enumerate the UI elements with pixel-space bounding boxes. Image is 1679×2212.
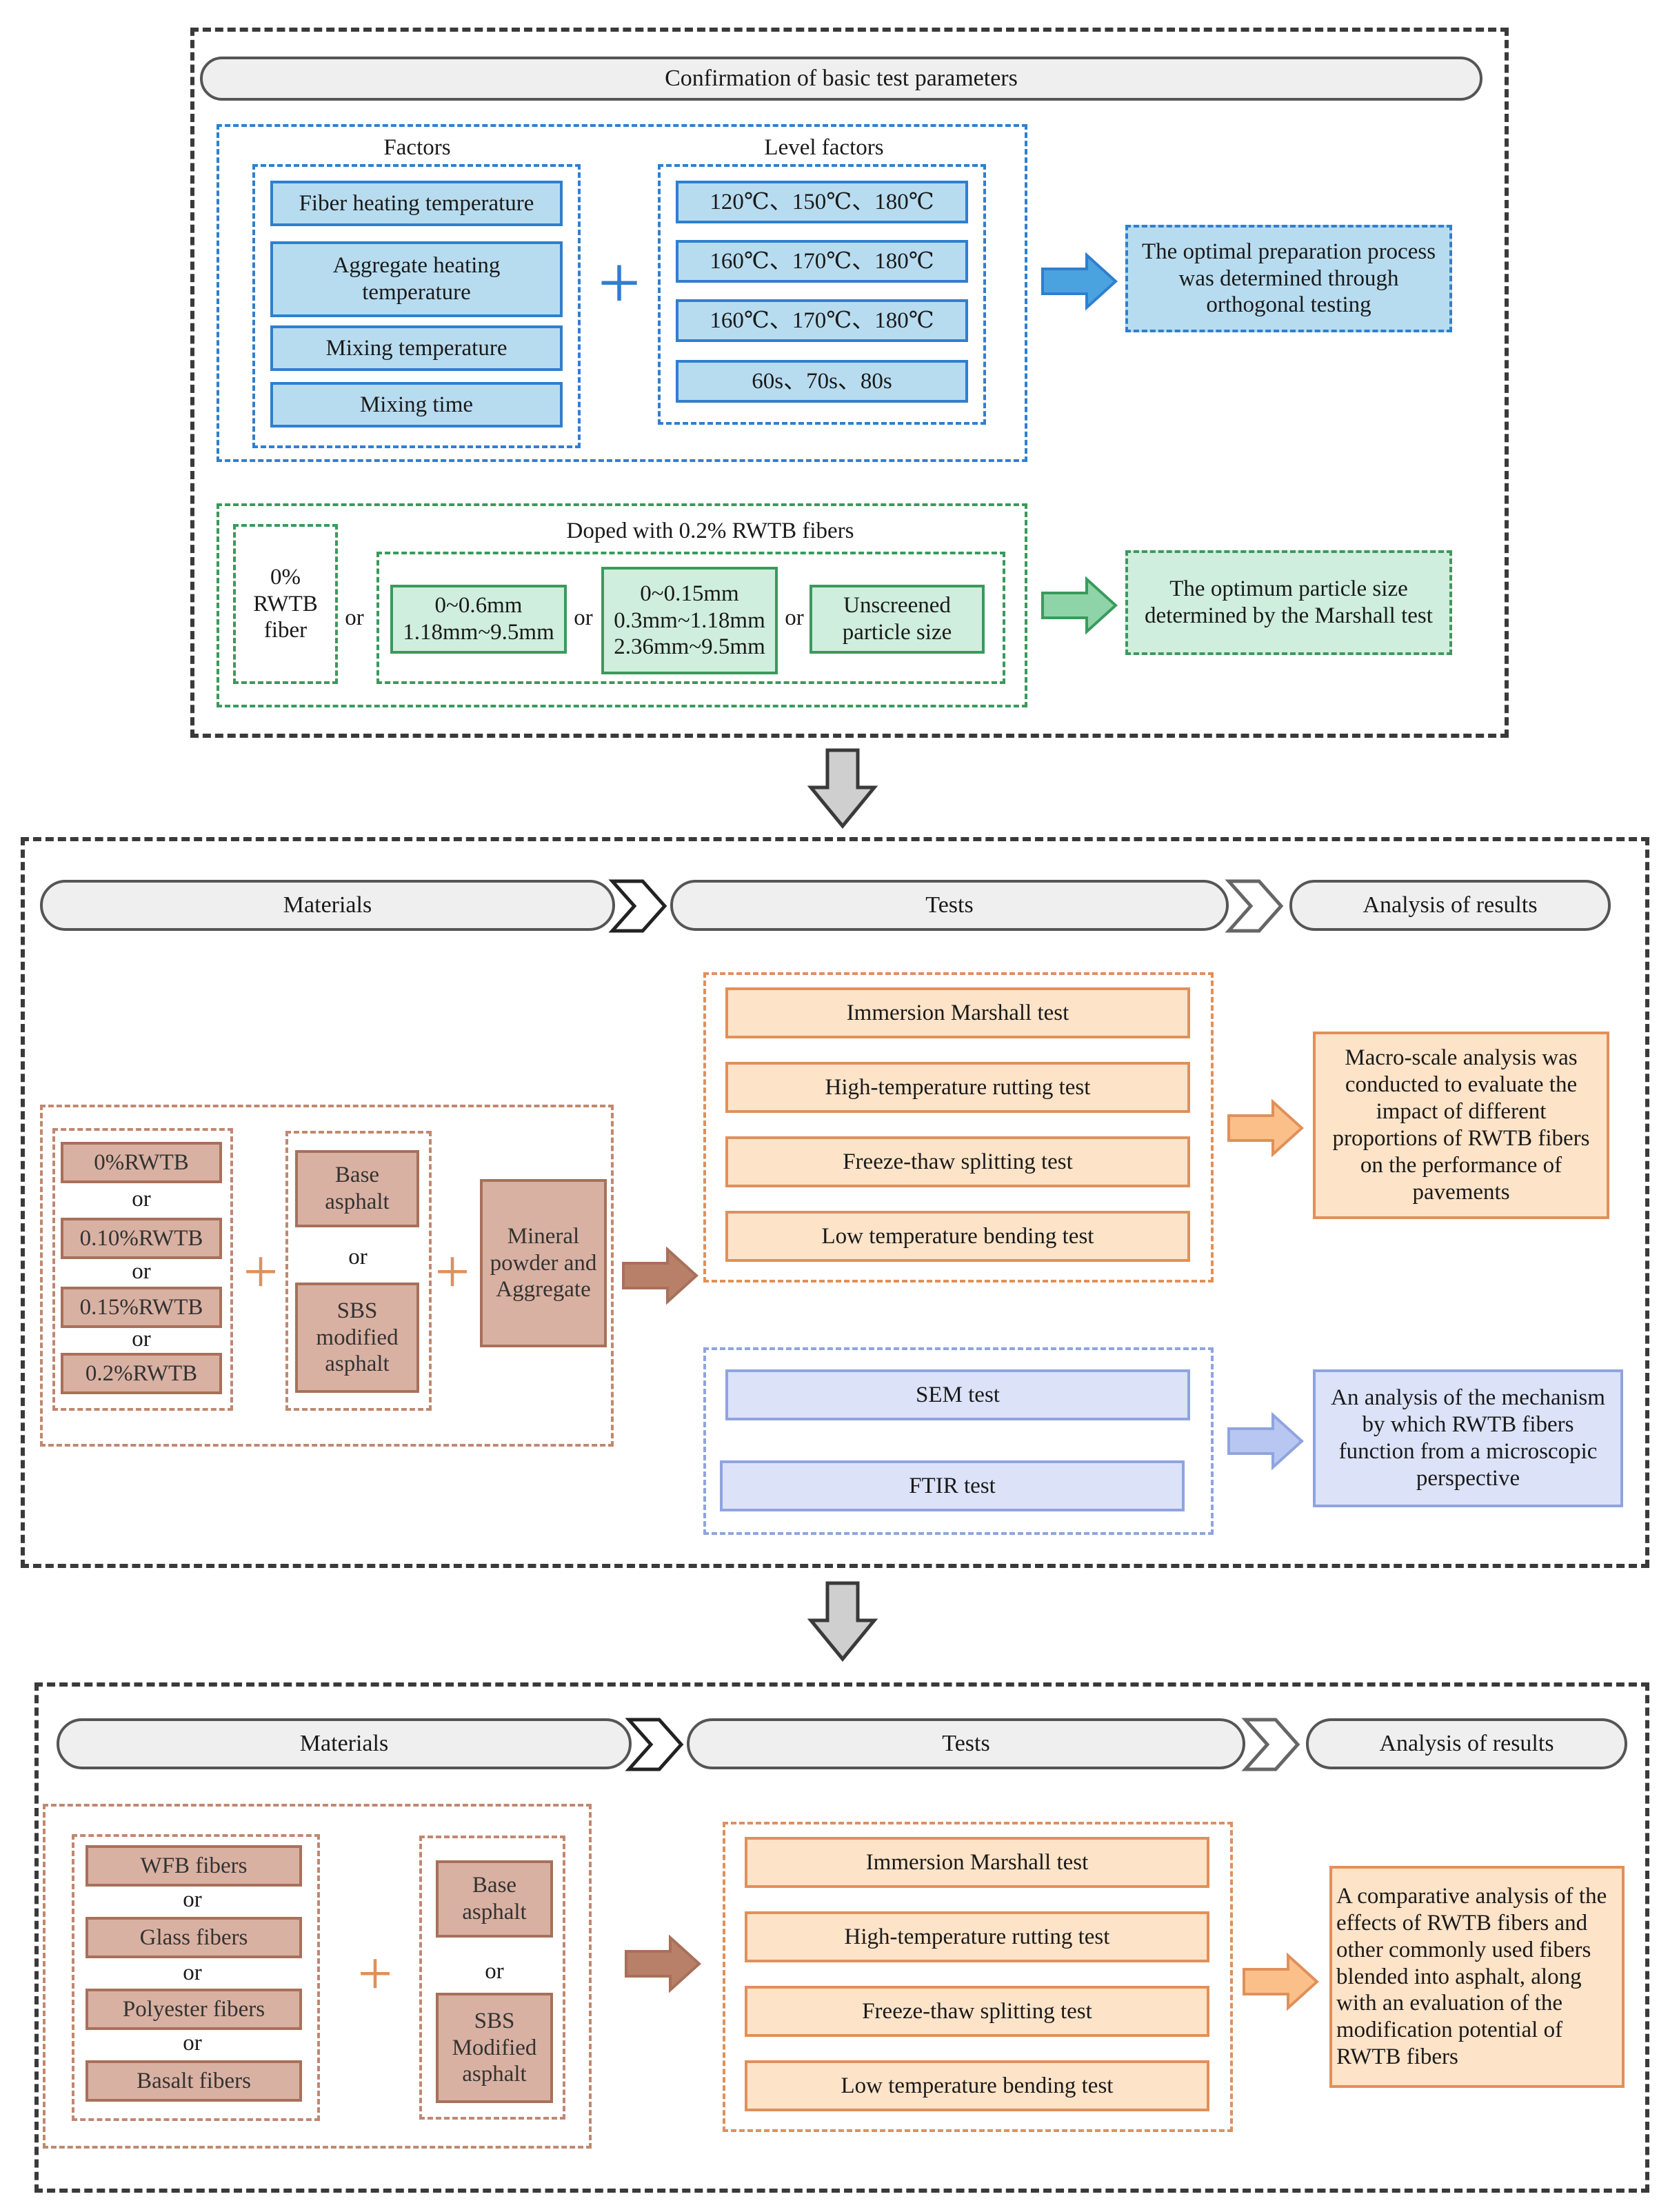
or-label: or bbox=[348, 1244, 368, 1269]
level-item: 60s、70s、80s bbox=[676, 360, 968, 403]
tests-label: Tests bbox=[687, 1718, 1245, 1769]
plus-icon: + bbox=[243, 1238, 279, 1306]
micro-test-item: FTIR test bbox=[720, 1460, 1185, 1511]
arrow-down-icon bbox=[807, 1581, 878, 1662]
arrow-right-icon bbox=[1041, 252, 1118, 311]
arrow-right-icon bbox=[1041, 576, 1118, 635]
arrow-right-icon bbox=[1227, 1098, 1304, 1158]
analysis-label: Analysis of results bbox=[1306, 1718, 1627, 1769]
plus-icon: + bbox=[597, 241, 641, 325]
asphalt-item: SBS Modified asphalt bbox=[436, 1993, 553, 2103]
level-item: 160℃、170℃、180℃ bbox=[676, 240, 968, 283]
doped-title: Doped with 0.2% RWTB fibers bbox=[566, 518, 854, 543]
materials-group bbox=[40, 1105, 614, 1447]
asphalt-item: Base asphalt bbox=[436, 1860, 553, 1938]
plus-icon: + bbox=[434, 1238, 470, 1306]
section1-frame bbox=[190, 28, 1509, 738]
chevron-right-icon bbox=[1241, 1718, 1300, 1771]
section3-frame bbox=[34, 1682, 1649, 2193]
tests-label: Tests bbox=[670, 880, 1229, 931]
level-item: 160℃、170℃、180℃ bbox=[676, 299, 968, 342]
orthogonal-result: The optimal preparation process was dete… bbox=[1125, 225, 1452, 332]
levels-group bbox=[658, 164, 986, 425]
materials-group bbox=[43, 1804, 592, 2149]
macro-test-item: Immersion Marshall test bbox=[725, 987, 1190, 1038]
arrow-right-icon bbox=[625, 1934, 701, 1993]
or-label: or bbox=[183, 1960, 202, 1985]
marshall-result: The optimum particle size determined by … bbox=[1125, 550, 1452, 655]
particle-group bbox=[217, 503, 1027, 707]
or-label: or bbox=[574, 605, 593, 630]
size-option: 0~0.15mm 0.3mm~1.18mm 2.36mm~9.5mm bbox=[601, 567, 778, 674]
section2-frame bbox=[21, 837, 1649, 1568]
factors-group bbox=[252, 164, 581, 448]
chevron-right-icon bbox=[608, 879, 667, 933]
materials-label: Materials bbox=[40, 880, 615, 931]
chevron-right-icon bbox=[1225, 879, 1284, 933]
fiber-item: 0.2%RWTB bbox=[61, 1353, 222, 1394]
factor-item: Mixing time bbox=[270, 382, 563, 428]
macro-test-item: Freeze-thaw splitting test bbox=[725, 1136, 1190, 1187]
process-group bbox=[217, 124, 1027, 462]
materials-label: Materials bbox=[57, 1718, 632, 1769]
arrow-right-icon bbox=[1227, 1411, 1304, 1471]
size-option: 0~0.6mm 1.18mm~9.5mm bbox=[390, 585, 567, 654]
factor-item: Aggregate heating temperature bbox=[270, 241, 563, 317]
or-label: or bbox=[183, 2030, 202, 2055]
fiber-item: Basalt fibers bbox=[86, 2060, 302, 2102]
test-item: High-temperature rutting test bbox=[745, 1911, 1209, 1962]
section1-header: Confirmation of basic test parameters bbox=[200, 57, 1482, 101]
tests-group bbox=[723, 1822, 1233, 2132]
analysis-label: Analysis of results bbox=[1289, 880, 1611, 931]
arrow-right-icon bbox=[1243, 1952, 1319, 2011]
or-label: or bbox=[132, 1326, 151, 1351]
factor-item: Mixing temperature bbox=[270, 325, 563, 371]
macro-test-item: High-temperature rutting test bbox=[725, 1062, 1190, 1113]
factor-item: Fiber heating temperature bbox=[270, 181, 563, 226]
arrow-down-icon bbox=[807, 748, 878, 829]
fibers-group bbox=[72, 1834, 320, 2121]
asphalt-group bbox=[285, 1131, 432, 1411]
or-label: or bbox=[785, 605, 804, 630]
macro-result: Macro-scale analysis was conducted to ev… bbox=[1313, 1032, 1609, 1219]
macro-tests-group bbox=[703, 972, 1214, 1283]
test-item: Freeze-thaw splitting test bbox=[745, 1986, 1209, 2037]
asphalt-item: SBS modified asphalt bbox=[295, 1283, 419, 1393]
factors-title: Factors bbox=[383, 134, 451, 160]
or-label: or bbox=[132, 1258, 151, 1284]
test-item: Low temperature bending test bbox=[745, 2060, 1209, 2111]
fiber-item: 0.10%RWTB bbox=[61, 1218, 222, 1259]
fibers-group bbox=[52, 1128, 233, 1411]
or-label: or bbox=[183, 1887, 202, 1912]
micro-tests-group bbox=[703, 1347, 1214, 1535]
fiber-item: 0.15%RWTB bbox=[61, 1287, 222, 1328]
arrow-right-icon bbox=[622, 1246, 698, 1305]
level-item: 120℃、150℃、180℃ bbox=[676, 181, 968, 223]
macro-test-item: Low temperature bending test bbox=[725, 1211, 1190, 1262]
plus-icon: + bbox=[357, 1940, 393, 2008]
or-label: or bbox=[132, 1186, 151, 1211]
size-option: Unscreened particle size bbox=[810, 585, 985, 654]
fiber-item: Polyester fibers bbox=[86, 1989, 302, 2030]
chevron-right-icon bbox=[625, 1718, 684, 1771]
micro-result: An analysis of the mechanism by which RW… bbox=[1313, 1369, 1623, 1507]
or-label: or bbox=[345, 605, 364, 630]
mineral-box: Mineral powder and Aggregate bbox=[480, 1179, 607, 1347]
fiber-item: Glass fibers bbox=[86, 1917, 302, 1958]
comparative-result: A comparative analysis of the effects of… bbox=[1329, 1866, 1625, 2088]
fiber-item: 0%RWTB bbox=[61, 1142, 222, 1183]
asphalt-group bbox=[419, 1836, 565, 2120]
doped-group bbox=[376, 552, 1005, 684]
or-label: or bbox=[485, 1958, 504, 1984]
zero-fiber-box: 0% RWTB fiber bbox=[233, 524, 338, 684]
micro-test-item: SEM test bbox=[725, 1369, 1190, 1420]
levels-title: Level factors bbox=[764, 134, 884, 160]
fiber-item: WFB fibers bbox=[86, 1845, 302, 1887]
asphalt-item: Base asphalt bbox=[295, 1150, 419, 1227]
test-item: Immersion Marshall test bbox=[745, 1837, 1209, 1888]
